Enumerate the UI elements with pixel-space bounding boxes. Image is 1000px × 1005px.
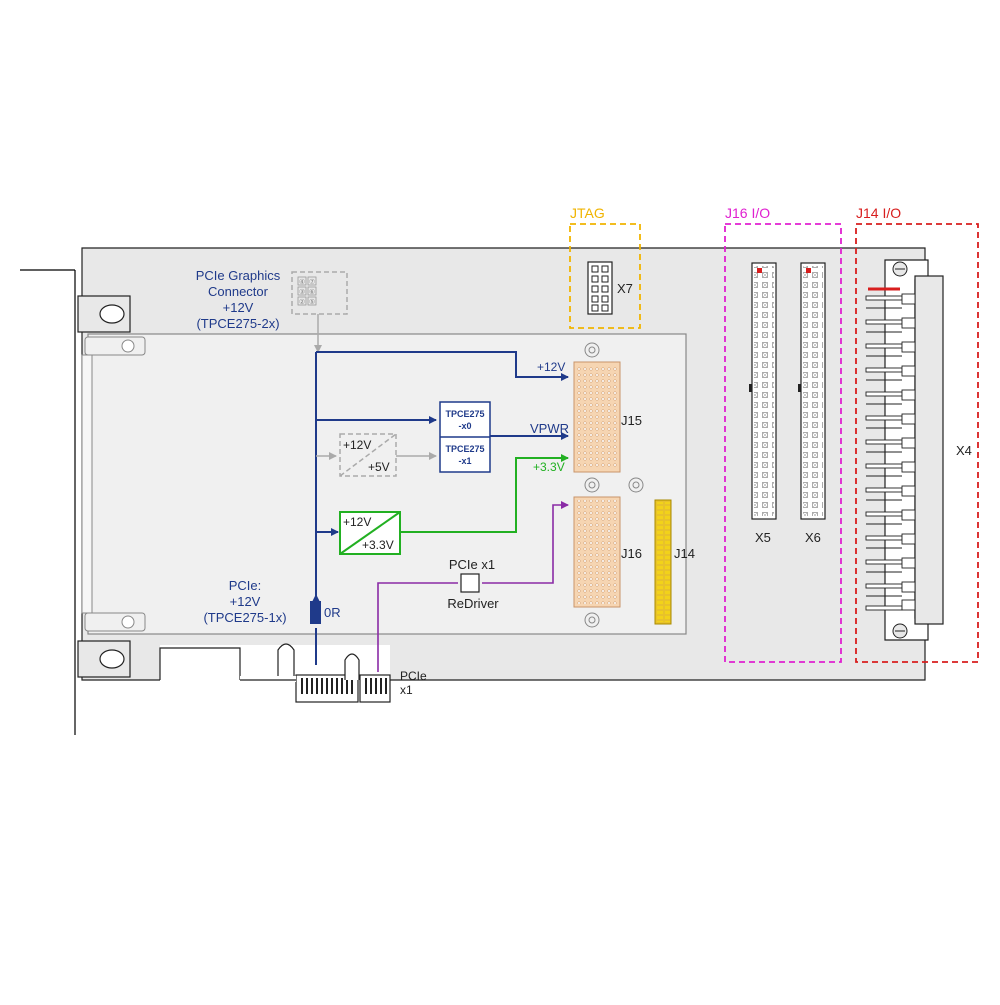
tpce-x0-line1: TPCE275 bbox=[445, 409, 484, 419]
mounting-bracket bbox=[20, 269, 76, 735]
j15-connector bbox=[573, 361, 621, 473]
j14-label: J14 bbox=[674, 546, 695, 561]
net-12v-label: +12V bbox=[537, 360, 565, 374]
pin-label: ⑥ bbox=[309, 288, 315, 296]
pin-label: ④ bbox=[299, 278, 305, 286]
pcie-graphics-line1: PCIe Graphics bbox=[196, 268, 281, 283]
pcie-graphics-label: PCIe Graphics Connector +12V (TPCE275-2x… bbox=[196, 268, 281, 331]
bracket-tab-top bbox=[77, 295, 131, 333]
converter-12v-3v3: +12V +3.3V bbox=[339, 454, 569, 555]
module-clip-top bbox=[84, 336, 146, 356]
j16-label: J16 bbox=[621, 546, 642, 561]
tpce275-selector: TPCE275 -x0 TPCE275 -x1 bbox=[439, 401, 491, 473]
jtag-title: JTAG bbox=[570, 205, 605, 221]
conv-green-out: +3.3V bbox=[362, 538, 394, 552]
pcie-graphics-line4: (TPCE275-2x) bbox=[196, 316, 279, 331]
pin-label: ⑤ bbox=[309, 298, 315, 306]
power-bus-12v bbox=[315, 351, 569, 665]
pin-label: ⑦ bbox=[309, 278, 315, 286]
conv-green-in: +12V bbox=[343, 515, 371, 529]
tpce-x1-line1: TPCE275 bbox=[445, 444, 484, 454]
x6-label: X6 bbox=[805, 530, 821, 545]
tpce-x0-line2: -x0 bbox=[458, 421, 471, 431]
pcie-x1-signal bbox=[377, 501, 569, 672]
pin-label: ③ bbox=[299, 288, 305, 296]
pin-label: ② bbox=[299, 298, 305, 306]
pcie-power-line2: +12V bbox=[230, 594, 261, 609]
tpce-x1-line2: -x1 bbox=[458, 456, 471, 466]
j15-label: J15 bbox=[621, 413, 642, 428]
j14-io-region: J14 I/O bbox=[855, 205, 979, 663]
pcie-graphics-line3: +12V bbox=[223, 300, 254, 315]
j16-io-region: J16 I/O X5 X6 bbox=[724, 205, 842, 663]
zero-ohm-resistor bbox=[310, 601, 321, 624]
pcie-power-line1: PCIe: bbox=[229, 578, 262, 593]
conv-gray-in: +12V bbox=[343, 438, 371, 452]
j16io-title: J16 I/O bbox=[725, 205, 770, 221]
zero-r-label: 0R bbox=[324, 605, 341, 620]
j16-connector bbox=[573, 496, 621, 608]
redriver-line2: ReDriver bbox=[447, 596, 499, 611]
converter-12v-5v: +12V +5V bbox=[316, 433, 437, 477]
edge-label-line1: PCIe bbox=[400, 669, 427, 683]
redriver-chip bbox=[460, 573, 480, 593]
module-mounting-holes bbox=[584, 342, 644, 628]
x5-label: X5 bbox=[755, 530, 771, 545]
net-vpwr-label: VPWR bbox=[530, 421, 569, 436]
pcie-graphics-connector: ④ ⑦ ③ ⑥ ② ⑤ bbox=[291, 271, 348, 315]
pcie-power-line3: (TPCE275-1x) bbox=[203, 610, 286, 625]
module-rail bbox=[81, 354, 93, 614]
pcie-power-label: PCIe: +12V (TPCE275-1x) bbox=[203, 578, 286, 625]
j14io-title: J14 I/O bbox=[856, 205, 901, 221]
module-clip-bottom bbox=[84, 612, 146, 632]
j14-connector bbox=[654, 499, 672, 625]
edge-label-line2: x1 bbox=[400, 683, 413, 697]
conv-gray-out: +5V bbox=[368, 460, 390, 474]
pcie-edge-connector bbox=[159, 643, 391, 703]
redriver-line1: PCIe x1 bbox=[449, 557, 495, 572]
x4-label: X4 bbox=[956, 443, 972, 458]
bracket-tab-bottom bbox=[77, 640, 131, 678]
jtag-region: JTAG X7 bbox=[569, 205, 641, 329]
pcie-graphics-line2: Connector bbox=[208, 284, 269, 299]
x7-label: X7 bbox=[617, 281, 633, 296]
net-33v-label: +3.3V bbox=[533, 460, 565, 474]
